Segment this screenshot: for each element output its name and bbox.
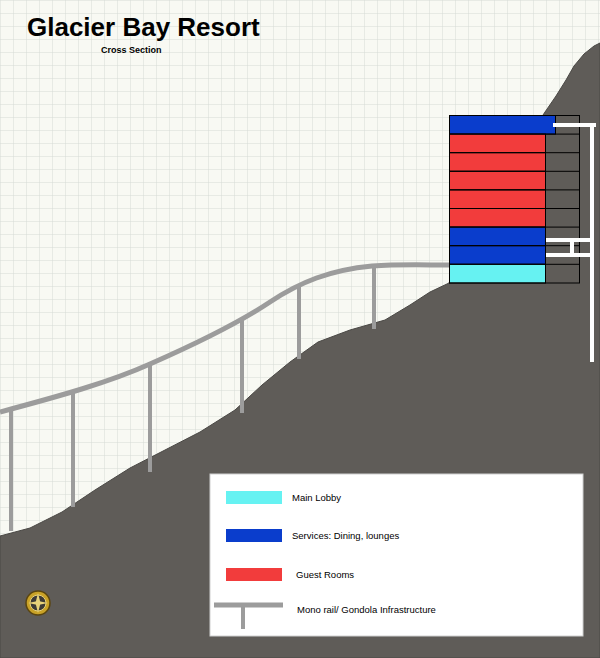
gondola-shaft	[546, 123, 596, 362]
legend-swatch	[226, 529, 282, 542]
resort-building	[450, 116, 580, 284]
legend-text: Services: Dining, lounges	[292, 530, 399, 542]
legend-text: Mono rail/ Gondola Infrastructure	[297, 604, 436, 616]
monorail-track	[0, 265, 449, 412]
legend-line-sample	[214, 600, 284, 630]
compass-icon	[26, 591, 50, 615]
subtitle: Cross Section	[101, 45, 162, 56]
mountain-terrain	[0, 43, 600, 658]
legend-swatch	[226, 491, 282, 504]
legend-swatch	[226, 568, 282, 581]
legend-text: Main Lobby	[292, 492, 341, 504]
title: Glacier Bay Resort	[27, 12, 260, 42]
legend-text: Guest Rooms	[296, 569, 354, 581]
legend-box	[210, 474, 583, 636]
